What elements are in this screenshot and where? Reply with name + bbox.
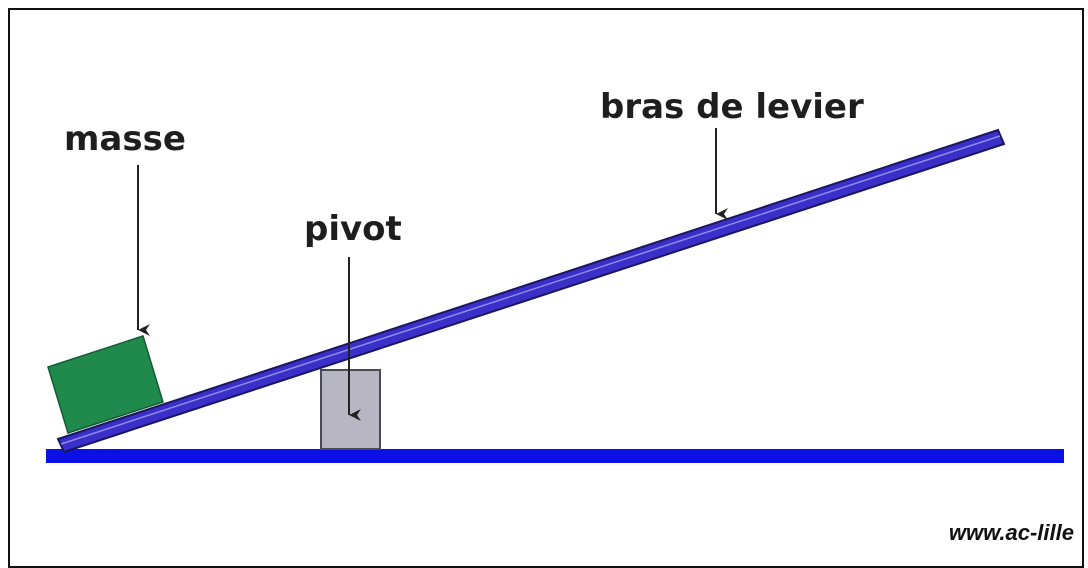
source-credit: www.ac-lille <box>948 520 1074 545</box>
mass-label: masse <box>64 119 186 159</box>
pivot-block <box>320 369 381 450</box>
lever-beam <box>56 128 1006 454</box>
lever-arm-label: bras de levier <box>600 87 864 127</box>
pivot-label: pivot <box>304 209 402 249</box>
ground-line <box>46 449 1064 463</box>
mass-block <box>47 335 164 434</box>
